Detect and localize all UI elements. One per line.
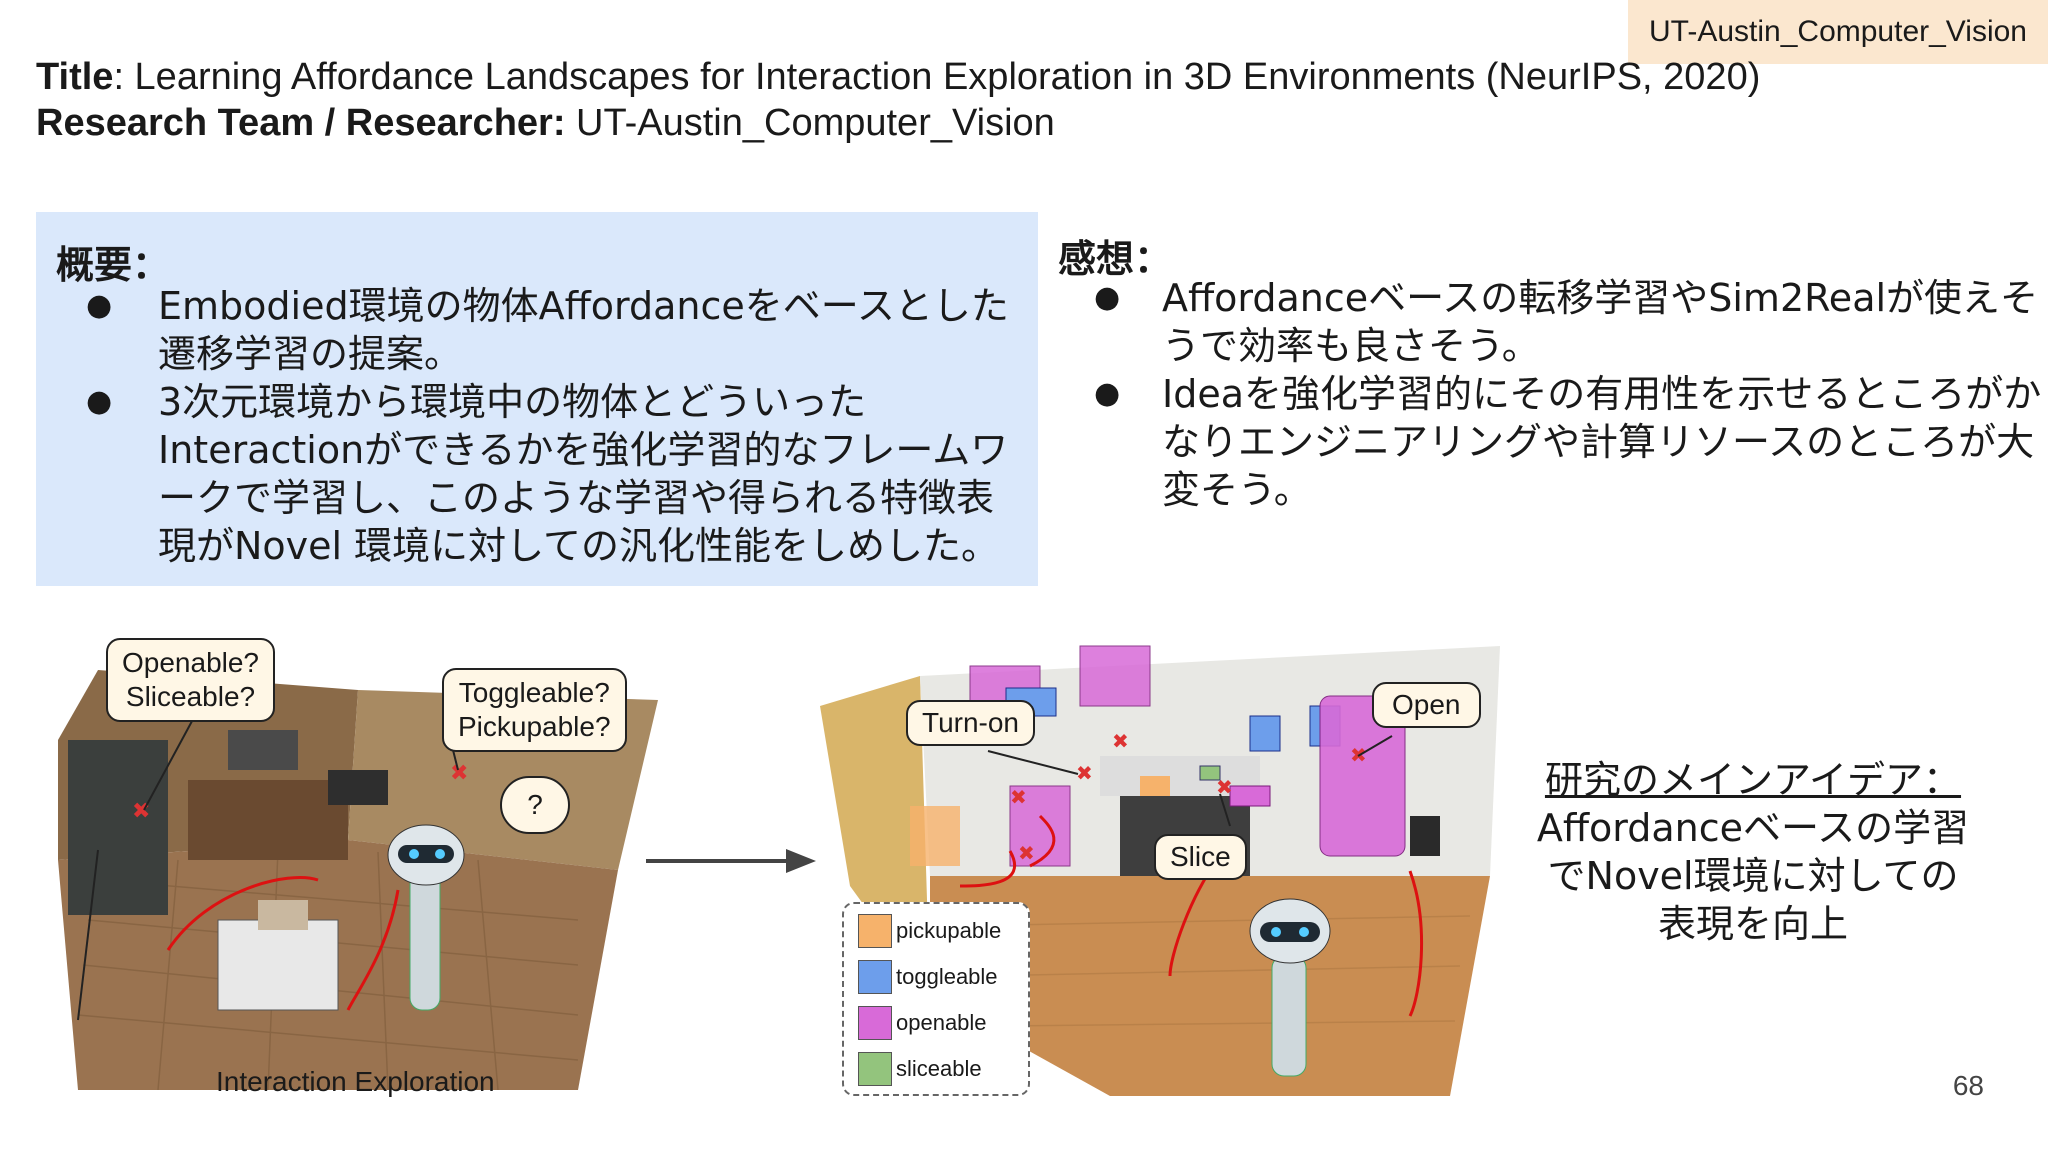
idea-text: でNovel環境に対しての — [1547, 854, 1959, 898]
legend-item-toggleable: toggleable — [858, 960, 998, 994]
title-text: : Learning Affordance Landscapes for Int… — [113, 56, 1761, 98]
arrow-right-icon — [646, 849, 816, 873]
paper-title: Title: Learning Affordance Landscapes fo… — [36, 54, 1760, 100]
legend-label: sliceable — [896, 1056, 982, 1081]
legend-label: toggleable — [896, 964, 998, 989]
callout-openable: Openable? Sliceable? — [106, 638, 276, 722]
impressions-heading: 感想： — [1058, 237, 1173, 281]
legend-label: openable — [896, 1010, 987, 1035]
legend-item-openable: openable — [858, 1006, 987, 1040]
robot-icon — [387, 824, 465, 1011]
callout-open: Open — [1372, 682, 1481, 728]
idea-heading: 研究のメインアイデア： — [1544, 758, 1962, 802]
list-item: ● Affordanceベースの転移学習やSim2Realが使えそうで効率も良さそ… — [1058, 274, 2048, 370]
idea-text: 表現を向上 — [1657, 902, 1848, 946]
list-item: ● 3次元環境から環境中の物体とどういったInteractionができるかを強化学… — [36, 378, 1016, 570]
legend-item-sliceable: sliceable — [858, 1052, 982, 1086]
legend-item-pickupable: pickupable — [858, 914, 1001, 948]
summary-bullet-2: 3次元環境から環境中の物体とどういったInteractionができるかを強化学習… — [158, 380, 1009, 568]
summary-bullet-1: Embodied環境の物体Affordanceをベースとした遷移学習の提案。 — [158, 284, 1009, 376]
svg-text:✖: ✖ — [1216, 775, 1233, 799]
callout-turn-on: Turn-on — [906, 700, 1036, 746]
title-block: Title: Learning Affordance Landscapes fo… — [36, 54, 1760, 146]
robot-icon — [1249, 898, 1331, 1077]
idea-text: Affordanceベースの学習 — [1536, 806, 1970, 850]
bullet-icon: ● — [1094, 376, 1121, 411]
team-label: Research Team / Researcher: — [36, 102, 566, 144]
summary-heading: 概要： — [56, 243, 171, 287]
callout-text: Sliceable? — [125, 681, 256, 712]
list-item: ● Embodied環境の物体Affordanceをベースとした遷移学習の提案。 — [36, 282, 1016, 378]
kitchen-affordance-illustration: ✖ ✖ ✖ ✖ ✖ ✖ — [820, 645, 1500, 1096]
callout-slice: Slice — [1154, 834, 1247, 880]
impressions-section: 感想： ● Affordanceベースの転移学習やSim2Realが使えそうで効率… — [1058, 212, 2048, 542]
legend-label: pickupable — [896, 918, 1002, 943]
legend-swatch — [858, 960, 892, 994]
impressions-bullet-1: Affordanceベースの転移学習やSim2Realが使えそうで効率も良さそう… — [1162, 276, 2039, 368]
svg-text:✖: ✖ — [1076, 761, 1093, 785]
bullet-icon: ● — [1094, 280, 1121, 315]
callout-text: Pickupable? — [458, 711, 611, 742]
figure-caption: Interaction Exploration — [216, 1066, 495, 1097]
research-team: Research Team / Researcher: UT-Austin_Co… — [36, 100, 1760, 146]
legend-swatch — [858, 1052, 892, 1086]
author-tag: UT-Austin_Computer_Vision — [1628, 0, 2048, 64]
affordance-legend: pickupable toggleable openable sliceable — [842, 902, 1030, 1096]
svg-text:✖: ✖ — [450, 761, 468, 786]
team-value: UT-Austin_Computer_Vision — [565, 102, 1055, 144]
title-label: Title — [36, 56, 114, 98]
bullet-icon: ● — [86, 384, 113, 419]
page-number: 68 — [1952, 1070, 1984, 1101]
thought-bubble: ? — [500, 776, 570, 834]
kitchen-exploration-illustration: ✖ ✖ — [58, 670, 658, 1090]
impressions-list: ● Affordanceベースの転移学習やSim2Realが使えそうで効率も良さそ… — [1058, 274, 2048, 514]
svg-text:✖: ✖ — [1010, 785, 1027, 809]
main-idea: 研究のメインアイデア： Affordanceベースの学習 でNovel環境に対し… — [1518, 756, 1988, 948]
list-item: ● Ideaを強化学習的にその有用性を示せるところがかなりエンジニアリングや計算リ… — [1058, 370, 2048, 514]
callout-text: Toggleable? — [458, 677, 610, 708]
svg-text:✖: ✖ — [1112, 729, 1129, 753]
summary-list: ●Embodied環境の物体Affordanceをベースとした遷移学習の提案。 … — [36, 282, 1016, 570]
legend-swatch — [858, 914, 892, 948]
summary-box: 概要： ● Embodied環境の物体Affordanceをベースとした遷移学習の… — [36, 212, 1038, 586]
callout-toggleable: Toggleable? Pickupable? — [442, 668, 627, 752]
legend-swatch — [858, 1006, 892, 1040]
svg-text:✖: ✖ — [1018, 841, 1035, 865]
callout-text: Openable? — [122, 647, 260, 678]
bullet-icon: ● — [86, 288, 113, 323]
impressions-bullet-2: Ideaを強化学習的にその有用性を示せるところがかなりエンジニアリングや計算リソ… — [1162, 372, 2042, 512]
